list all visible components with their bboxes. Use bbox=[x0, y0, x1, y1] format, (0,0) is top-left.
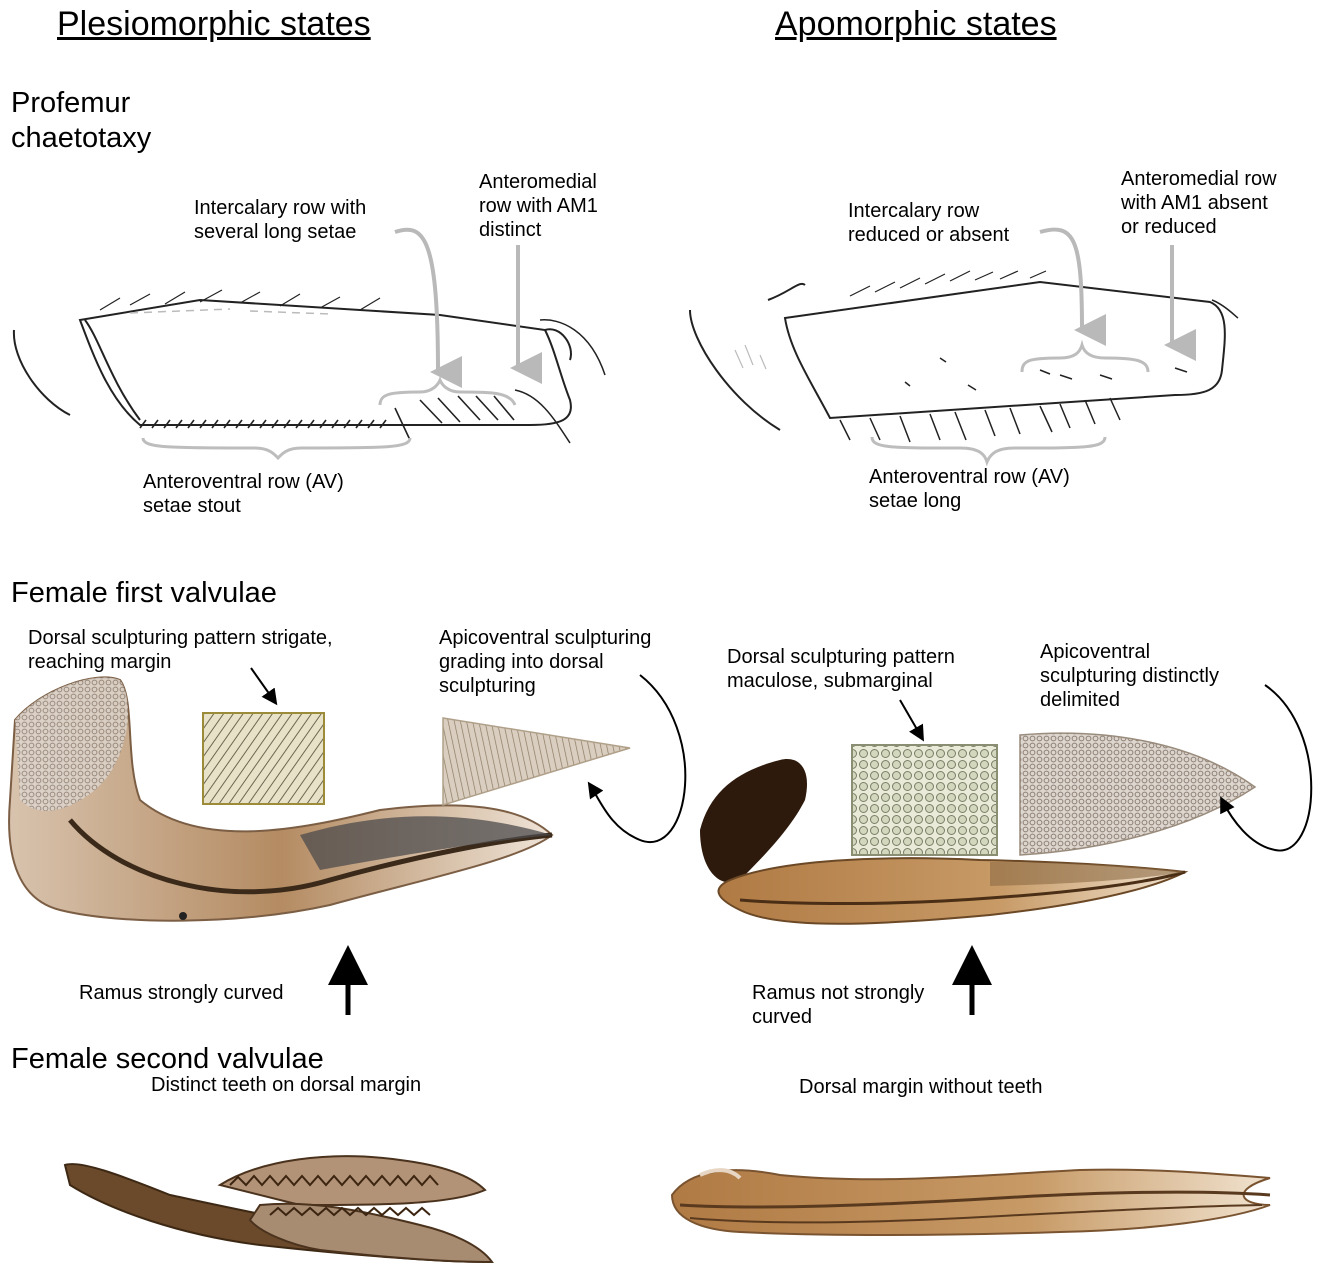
apo-dorsal-sculpturing-inset bbox=[852, 745, 997, 855]
apo-apicoventral-inset bbox=[1020, 733, 1255, 855]
apo-profemur-drawing bbox=[690, 271, 1238, 442]
apo-second-valvula-image bbox=[672, 1170, 1270, 1235]
plesio-dorsal-sculpturing-inset bbox=[203, 713, 324, 804]
plesio-apicoventral-inset bbox=[443, 718, 630, 805]
plesio-second-valvula-image bbox=[65, 1156, 492, 1262]
